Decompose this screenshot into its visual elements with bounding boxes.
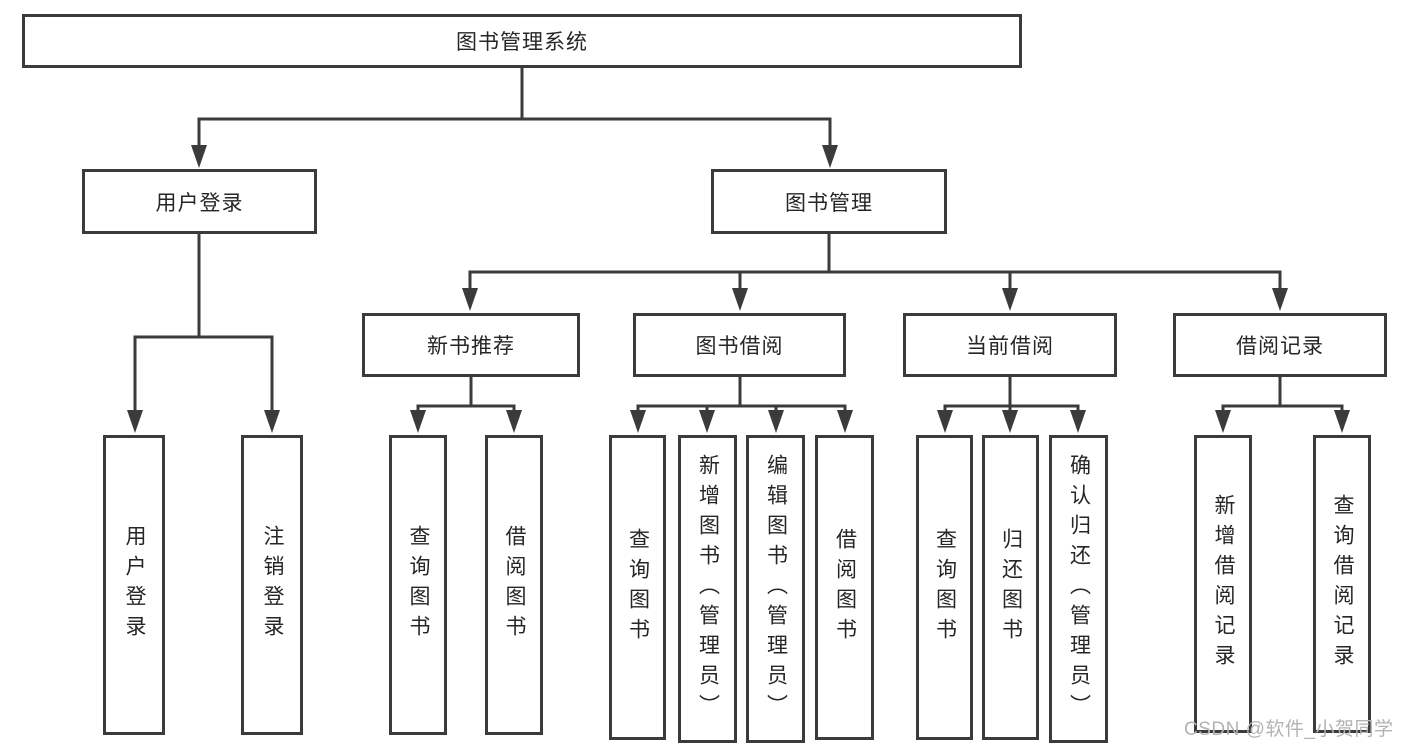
arrow-down-icon xyxy=(462,288,478,311)
leaf-confirm-return-admin: 确认归还（管理员） xyxy=(1049,435,1108,743)
leaf-user-login: 用户登录 xyxy=(103,435,165,735)
node-book-borrow: 图书借阅 xyxy=(633,313,846,377)
leaf-return-book-label: 归还图书 xyxy=(999,527,1023,648)
leaf-borrow-books-recommend: 借阅图书 xyxy=(485,435,543,735)
leaf-query-borrow-record: 查询借阅记录 xyxy=(1313,435,1371,733)
arrow-down-icon xyxy=(1272,288,1288,311)
connector-new-book-recommend xyxy=(410,375,522,433)
connector-borrow-records xyxy=(1215,375,1350,433)
leaf-borrow-books-borrow-label: 借阅图书 xyxy=(833,527,857,648)
node-book-management-label: 图书管理 xyxy=(785,191,873,215)
connector-user-login xyxy=(127,232,280,433)
leaf-edit-book-admin: 编辑图书（管理员） xyxy=(746,435,805,743)
node-book-borrow-label: 图书借阅 xyxy=(695,335,784,358)
node-new-book-recommend-label: 新书推荐 xyxy=(427,335,515,358)
arrow-down-icon xyxy=(822,145,838,168)
leaf-query-books-borrow: 查询图书 xyxy=(609,435,666,740)
node-new-book-recommend: 新书推荐 xyxy=(362,313,580,377)
connector-book-borrow xyxy=(630,375,853,433)
node-user-login-label: 用户登录 xyxy=(155,191,244,215)
leaf-query-books-borrow-label: 查询图书 xyxy=(626,527,650,648)
leaf-add-borrow-record-label: 新增借阅记录 xyxy=(1212,494,1235,674)
watermark-text: CSDN @软件_小贺同学 xyxy=(1184,719,1394,740)
leaf-add-borrow-record: 新增借阅记录 xyxy=(1194,435,1252,733)
arrow-down-icon xyxy=(506,410,522,433)
leaf-query-books-current: 查询图书 xyxy=(916,435,973,740)
node-borrow-records: 借阅记录 xyxy=(1173,313,1387,377)
leaf-edit-book-admin-label: 编辑图书（管理员） xyxy=(764,454,788,724)
leaf-confirm-return-admin-label: 确认归还（管理员） xyxy=(1067,454,1091,724)
leaf-query-books-recommend-label: 查询图书 xyxy=(407,525,430,645)
leaf-add-book-admin-label: 新增图书（管理员） xyxy=(696,454,720,724)
node-borrow-records-label: 借阅记录 xyxy=(1236,335,1324,358)
arrow-down-icon xyxy=(837,410,853,433)
arrow-down-icon xyxy=(1215,410,1231,433)
leaf-logout: 注销登录 xyxy=(241,435,303,735)
arrow-down-icon xyxy=(937,410,953,433)
node-book-management: 图书管理 xyxy=(711,169,947,234)
arrow-down-icon xyxy=(732,288,748,311)
leaf-borrow-books-borrow: 借阅图书 xyxy=(815,435,874,740)
arrow-down-icon xyxy=(191,145,207,168)
connector-current-borrow xyxy=(937,375,1086,433)
leaf-logout-label: 注销登录 xyxy=(261,525,284,645)
arrow-down-icon xyxy=(768,410,784,433)
connector-root xyxy=(191,66,838,168)
leaf-query-borrow-record-label: 查询借阅记录 xyxy=(1331,494,1354,674)
leaf-user-login-label: 用户登录 xyxy=(123,525,146,645)
node-user-login: 用户登录 xyxy=(82,169,317,234)
arrow-down-icon xyxy=(264,410,280,433)
connector-book-management xyxy=(462,232,1288,311)
node-root: 图书管理系统 xyxy=(22,14,1022,68)
arrow-down-icon xyxy=(699,410,715,433)
leaf-query-books-current-label: 查询图书 xyxy=(933,527,957,648)
node-current-borrow-label: 当前借阅 xyxy=(966,335,1054,358)
leaf-query-books-recommend: 查询图书 xyxy=(389,435,447,735)
arrow-down-icon xyxy=(630,410,646,433)
arrow-down-icon xyxy=(410,410,426,433)
arrow-down-icon xyxy=(1002,288,1018,311)
leaf-borrow-books-recommend-label: 借阅图书 xyxy=(503,525,526,645)
arrow-down-icon xyxy=(1334,410,1350,433)
arrow-down-icon xyxy=(1070,410,1086,433)
arrow-down-icon xyxy=(1002,410,1018,433)
node-current-borrow: 当前借阅 xyxy=(903,313,1117,377)
leaf-add-book-admin: 新增图书（管理员） xyxy=(678,435,737,743)
leaf-return-book: 归还图书 xyxy=(982,435,1039,740)
arrow-down-icon xyxy=(127,410,143,433)
node-root-label: 图书管理系统 xyxy=(456,31,588,54)
